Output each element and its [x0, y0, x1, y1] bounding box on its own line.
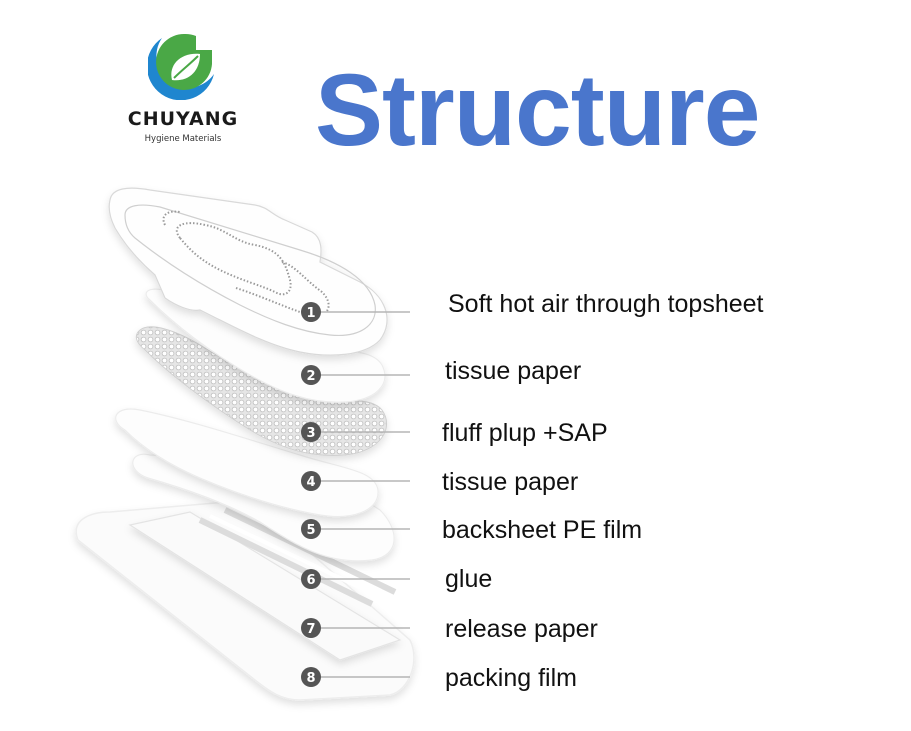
leaf-circle-logo-icon — [148, 33, 214, 100]
svg-text:1: 1 — [306, 306, 315, 321]
layer-label-3: fluff plup +SAP — [442, 419, 608, 447]
layer-label-8: packing film — [445, 664, 577, 692]
badge-8: 8 — [301, 667, 321, 687]
layer-release-paper — [128, 511, 402, 661]
badge-3: 3 — [301, 422, 321, 442]
badge-4: 4 — [301, 471, 321, 491]
svg-text:7: 7 — [306, 622, 315, 637]
svg-text:5: 5 — [306, 523, 315, 538]
svg-text:8: 8 — [306, 671, 315, 686]
page-title: Structure — [315, 53, 760, 167]
layer-label-7: release paper — [445, 615, 598, 643]
logo-subtitle: Hygiene Materials — [144, 134, 222, 144]
company-logo: CHUYANG Hygiene Materials — [118, 24, 248, 154]
layer-label-2: tissue paper — [445, 357, 582, 385]
layer-label-6: glue — [445, 565, 493, 593]
svg-text:2: 2 — [306, 369, 315, 384]
badge-7: 7 — [301, 618, 321, 638]
badge-1: 1 — [301, 302, 321, 322]
svg-text:3: 3 — [306, 426, 315, 441]
logo-name: CHUYANG — [127, 108, 239, 130]
layer-label-4: tissue paper — [442, 468, 579, 496]
badge-6: 6 — [301, 569, 321, 589]
layer-label-5: backsheet PE film — [442, 516, 643, 544]
badge-5: 5 — [301, 519, 321, 539]
svg-text:4: 4 — [306, 475, 315, 490]
leader-lines — [320, 311, 410, 678]
svg-text:6: 6 — [306, 573, 315, 588]
layer-label-1: Soft hot air through topsheet — [448, 290, 764, 318]
badge-2: 2 — [301, 365, 321, 385]
